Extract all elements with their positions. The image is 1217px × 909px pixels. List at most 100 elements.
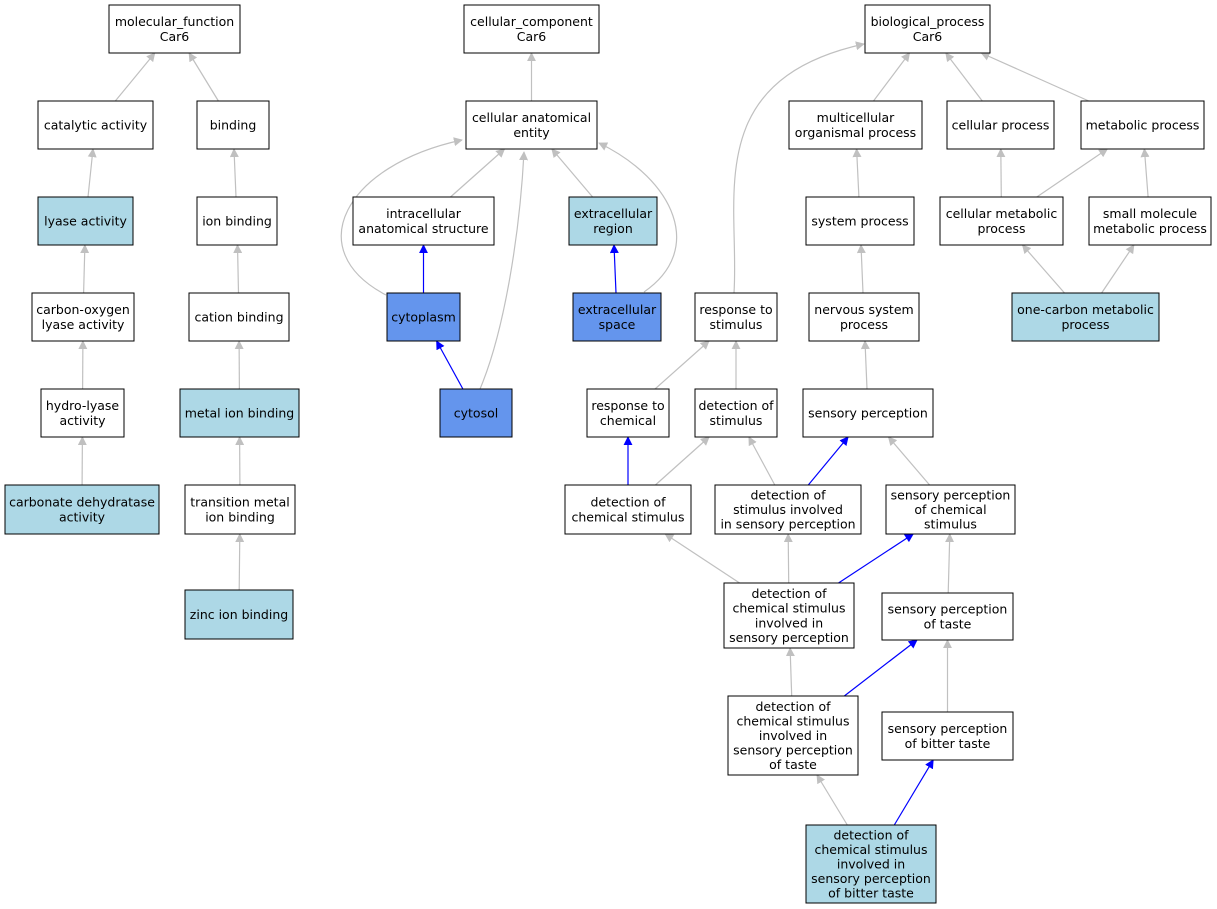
- node-box: [864, 4, 991, 54]
- node-label-line: response to: [591, 398, 664, 413]
- node-label-line: detection of: [750, 487, 826, 502]
- node-cation-binding[interactable]: cation binding: [188, 292, 290, 342]
- node-box: [188, 292, 290, 342]
- edge-detection_chem_sensory-to-sensory_perception_chemical: [838, 533, 914, 584]
- edge-cellular_metabolic-to-cellular_process: [996, 148, 1006, 198]
- node-label-line: sensory perception: [888, 602, 1008, 617]
- node-catalytic-activity[interactable]: catalytic activity: [37, 100, 154, 150]
- node-label-line: sensory perception: [733, 743, 853, 758]
- node-system-process[interactable]: system process: [805, 196, 915, 246]
- node-label-line: sensory perception: [729, 630, 849, 645]
- node-label-line: space: [599, 317, 636, 332]
- node-box: [946, 100, 1055, 150]
- node-box: [727, 695, 859, 776]
- node-lyase-activity[interactable]: lyase activity: [37, 196, 134, 246]
- node-box: [4, 484, 160, 535]
- edge-intracellular_structure-to-cellular_anatomical_entity: [450, 148, 506, 198]
- node-label-line: cellular anatomical: [472, 110, 591, 125]
- node-label-line: system process: [811, 214, 908, 229]
- node-label-line: chemical stimulus: [736, 713, 849, 728]
- edge-response_to_stimulus-to-biological_process: [733, 41, 865, 294]
- edge-cation_binding-to-ion_binding: [233, 244, 243, 294]
- node-label-line: sensory perception: [811, 871, 931, 886]
- edge-ion_binding-to-binding: [229, 148, 239, 198]
- edge-sensory_perception-to-nervous_system_process: [860, 340, 870, 390]
- node-label-line: of chemical: [914, 502, 986, 517]
- node-sensory-perception[interactable]: sensory perception: [802, 388, 934, 438]
- node-box: [802, 388, 934, 438]
- node-label-line: process: [1061, 317, 1109, 332]
- node-label-line: detection of: [698, 398, 774, 413]
- node-label-line: in sensory perception: [720, 517, 855, 532]
- node-label-line: cellular_component: [470, 14, 593, 29]
- node-label-line: detection of: [751, 586, 827, 601]
- node-box: [108, 4, 241, 54]
- node-box: [788, 100, 923, 150]
- node-cytoplasm[interactable]: cytoplasm: [386, 292, 461, 342]
- node-label-line: binding: [210, 118, 257, 133]
- edge-layer: [77, 41, 1150, 826]
- node-label-line: process: [840, 317, 888, 332]
- node-label-line: Car6: [913, 29, 943, 44]
- node-label-line: stimulus involved: [733, 502, 843, 517]
- edge-detection_chem_bitter-to-detection_chem_taste: [816, 774, 848, 826]
- node-cytosol[interactable]: cytosol: [439, 388, 513, 438]
- node-label-line: of taste: [769, 757, 817, 772]
- node-cellular-process[interactable]: cellular process: [946, 100, 1055, 150]
- node-label-line: one-carbon metabolic: [1017, 302, 1154, 317]
- node-label-line: anatomical structure: [358, 221, 488, 236]
- node-box: [568, 196, 658, 246]
- node-label-line: organismal process: [795, 125, 916, 140]
- node-label-line: sensory perception: [891, 487, 1011, 502]
- node-ion-binding[interactable]: ion binding: [196, 196, 278, 246]
- edge-system_process-to-multicellular_process: [852, 148, 862, 198]
- edge-detection_stimulus_sensory-to-sensory_perception: [807, 436, 849, 486]
- node-metabolic-process[interactable]: metabolic process: [1080, 100, 1205, 150]
- node-label-line: Car6: [160, 29, 190, 44]
- node-metal-ion-binding[interactable]: metal ion binding: [179, 388, 300, 438]
- edge-metabolic_process-to-biological_process: [980, 52, 1090, 102]
- node-binding[interactable]: binding: [196, 100, 270, 150]
- node-box: [1011, 292, 1160, 342]
- node-label-line: ion binding: [202, 214, 272, 229]
- node-label-line: of bitter taste: [905, 736, 991, 751]
- node-label-line: cellular process: [952, 118, 1050, 133]
- edge-detection_chem_sensory-to-detection_of_chemical_stimulus: [664, 533, 740, 584]
- node-zinc-ion-binding[interactable]: zinc ion binding: [184, 589, 294, 640]
- node-box: [1080, 100, 1205, 150]
- node-label-line: cytosol: [454, 406, 498, 421]
- edge-lyase_activity-to-catalytic_activity: [87, 148, 97, 198]
- node-box: [564, 484, 692, 535]
- edge-detection_chem_taste-to-sensory_perception_taste: [843, 639, 918, 697]
- node-label-line: detection of: [833, 827, 909, 842]
- node-label-line: process: [977, 221, 1025, 236]
